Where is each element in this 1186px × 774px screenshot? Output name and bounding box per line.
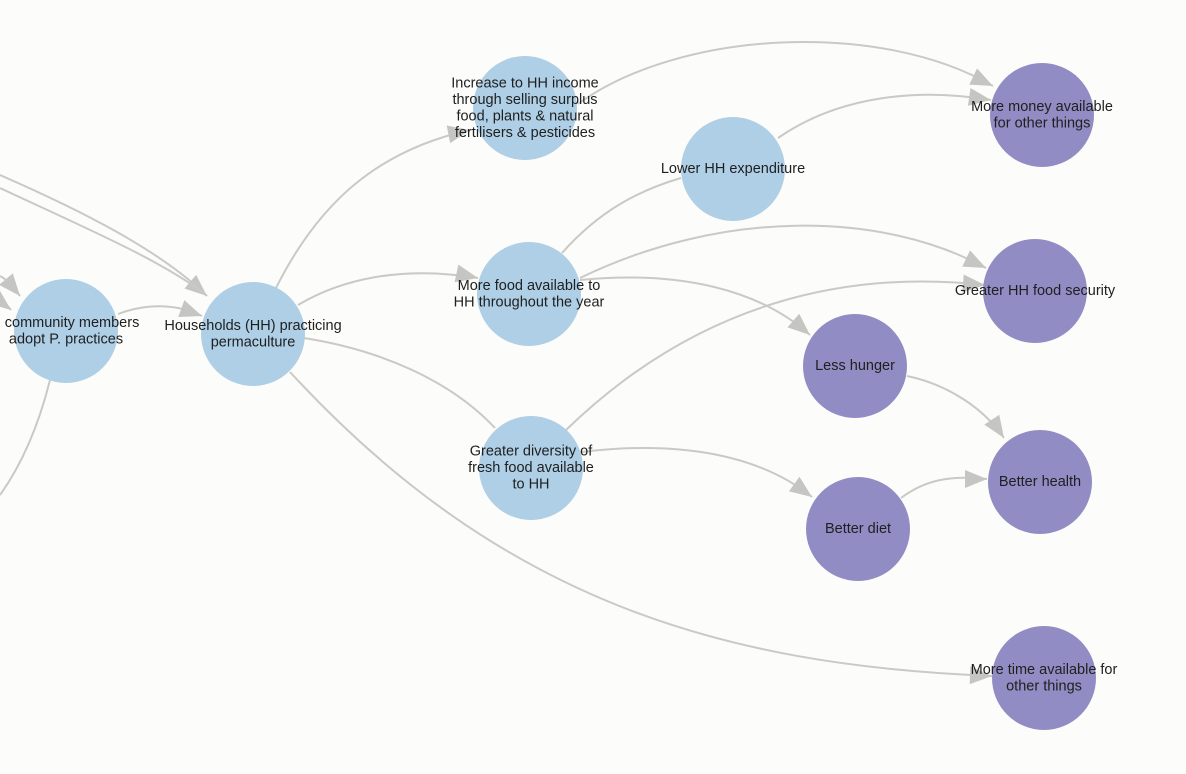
node-more-time-label-line-1: More time available for xyxy=(971,662,1118,678)
edge-better-diet-to-better-health-arrowhead xyxy=(965,470,987,488)
node-hh-practicing-label-line-2: permaculture xyxy=(211,334,296,350)
edge-hh-practicing-to-hh-income xyxy=(275,129,471,289)
extra-edge-left-1 xyxy=(0,174,208,297)
node-food-security[interactable]: Greater HH food security xyxy=(955,239,1116,343)
node-lower-exp[interactable]: Lower HH expenditure xyxy=(661,117,805,221)
node-diversity-circle[interactable] xyxy=(479,416,583,520)
node-lower-exp-label-line-1: Lower HH expenditure xyxy=(661,161,805,177)
edge-hh-practicing-to-diversity xyxy=(303,337,496,429)
edge-less-hunger-to-better-health xyxy=(906,375,1005,439)
edge-community-to-hh-practicing-arrowhead xyxy=(178,300,202,318)
node-diversity-label-line-3: to HH xyxy=(512,477,549,493)
edge-more-food-to-food-security-arrowhead xyxy=(962,250,986,268)
edges-layer xyxy=(0,40,1005,685)
node-better-diet[interactable]: Better diet xyxy=(806,477,910,581)
edge-lower-exp-to-more-money xyxy=(777,93,992,139)
node-more-time-label-line-2: other things xyxy=(1006,678,1082,694)
node-diversity-label-line-2: fresh food available xyxy=(468,460,594,476)
edge-diversity-to-food-security-arrowhead xyxy=(962,274,985,293)
edge-hh-income-to-more-money-arrowhead xyxy=(969,68,993,86)
edge-more-food-to-less-hunger xyxy=(579,276,811,336)
extra-edge-left-4-arrowhead xyxy=(0,273,20,296)
node-community-label-line-2: adopt P. practices xyxy=(9,331,123,347)
edge-hh-practicing-to-more-food xyxy=(297,272,479,306)
node-diversity-label-line-1: Greater diversity of xyxy=(470,444,593,460)
node-food-security-circle[interactable] xyxy=(983,239,1087,343)
edge-diversity-to-better-diet-arrowhead xyxy=(788,476,812,497)
edge-less-hunger-to-better-health-arrowhead xyxy=(984,414,1004,438)
node-better-health-circle[interactable] xyxy=(988,430,1092,534)
node-community-label-line-1: e community members xyxy=(0,315,139,331)
node-more-time-circle[interactable] xyxy=(992,626,1096,730)
node-more-food-label-line-1: More food available to xyxy=(458,278,601,294)
node-better-health-label-line-1: Better health xyxy=(999,474,1081,490)
node-hh-income-circle[interactable] xyxy=(473,56,577,160)
node-lower-exp-circle[interactable] xyxy=(681,117,785,221)
extra-edge-left-2 xyxy=(0,187,206,295)
node-more-money-label-line-1: More money available xyxy=(971,99,1113,115)
node-hh-practicing-circle[interactable] xyxy=(201,282,305,386)
node-better-diet-circle[interactable] xyxy=(806,477,910,581)
edge-hh-practicing-to-more-time xyxy=(289,371,993,677)
extra-edge-left-5-arrowhead xyxy=(0,290,11,310)
node-more-food-label-line-2: HH throughout the year xyxy=(454,294,605,310)
edge-more-food-to-less-hunger-arrowhead xyxy=(787,313,810,335)
node-food-security-label-line-1: Greater HH food security xyxy=(955,283,1116,299)
edge-lower-exp-to-more-money-arrowhead xyxy=(967,87,991,106)
node-hh-income-label-line-4: fertilisers & pesticides xyxy=(455,125,595,141)
edge-more-food-to-lower-exp xyxy=(561,177,682,254)
node-better-diet-label-line-1: Better diet xyxy=(825,521,891,537)
node-hh-income-label-line-2: through selling surplus xyxy=(452,92,597,108)
node-better-health[interactable]: Better health xyxy=(988,430,1092,534)
edge-diversity-to-food-security xyxy=(565,280,986,431)
node-hh-income-label-line-3: food, plants & natural xyxy=(456,108,593,124)
node-less-hunger[interactable]: Less hunger xyxy=(803,314,907,418)
node-community-circle[interactable] xyxy=(14,279,118,383)
edge-hh-practicing-to-more-time-arrowhead xyxy=(969,666,992,685)
node-more-food-circle[interactable] xyxy=(477,242,581,346)
edge-hh-practicing-to-hh-income-arrowhead xyxy=(446,125,470,144)
node-less-hunger-label-line-1: Less hunger xyxy=(815,358,895,374)
edge-hh-practicing-to-more-food-arrowhead xyxy=(454,264,478,283)
node-more-money-circle[interactable] xyxy=(990,63,1094,167)
extra-edge-left-3 xyxy=(0,379,51,496)
node-less-hunger-circle[interactable] xyxy=(803,314,907,418)
edge-more-food-to-food-security xyxy=(579,224,987,279)
edge-hh-income-to-more-money xyxy=(577,40,994,105)
node-hh-practicing-label-line-1: Households (HH) practicing xyxy=(164,318,341,334)
node-more-money-label-line-2: for other things xyxy=(994,115,1091,131)
node-hh-income-label-line-1: Increase to HH income xyxy=(451,75,598,91)
edge-diversity-to-better-diet xyxy=(581,447,813,498)
